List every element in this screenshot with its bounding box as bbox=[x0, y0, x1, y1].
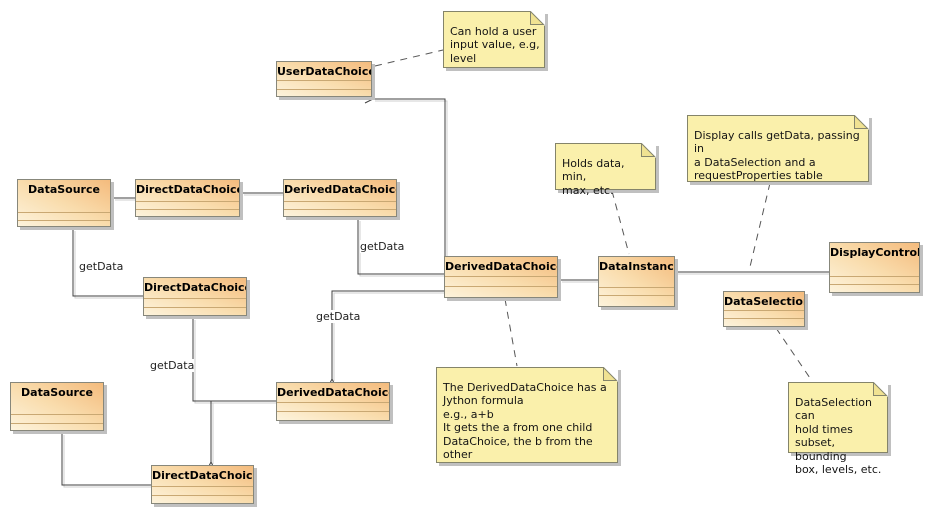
note-fold-icon bbox=[603, 367, 618, 382]
class-box-datasource-2: DataSource bbox=[10, 382, 104, 431]
edge-getdata-to-directdatachoice-mid bbox=[188, 309, 276, 402]
note-jython-formula: The DerivedDataChoice has a Jython formu… bbox=[436, 367, 618, 463]
compartment-divider bbox=[284, 201, 396, 202]
class-title: DataSelection bbox=[724, 295, 804, 308]
note-fold-icon bbox=[854, 115, 869, 130]
note-text: Can hold a user input value, e.g, level bbox=[450, 25, 540, 65]
compartment-divider bbox=[152, 495, 253, 496]
anchor-note-userdatachoice bbox=[374, 49, 444, 67]
class-title: DisplayControl bbox=[830, 246, 919, 259]
class-title: DataSource bbox=[28, 183, 100, 196]
note-text: Display calls getData, passing in a Data… bbox=[694, 129, 860, 183]
class-title: DerivedDataChoice bbox=[277, 386, 389, 399]
class-box-displaycontrol: DisplayControl bbox=[829, 242, 920, 293]
compartment-divider bbox=[830, 276, 919, 277]
edge-getdata-down-to-deriveddatachoice bbox=[327, 290, 444, 388]
class-box-directdatachoice-2: DirectDataChoice bbox=[143, 277, 247, 316]
edge-label-getdata-2: getData bbox=[316, 310, 361, 323]
anchor-note-displaycall bbox=[748, 182, 771, 272]
class-box-deriveddatachoice-2: DerivedDataChoice bbox=[444, 256, 558, 298]
compartment-divider bbox=[724, 318, 804, 319]
class-title: UserDataChoice bbox=[277, 65, 371, 78]
class-box-directdatachoice-1: DirectDataChoice bbox=[135, 179, 240, 217]
compartment-divider bbox=[11, 423, 103, 424]
class-title: DirectDataChoice bbox=[144, 281, 246, 294]
class-box-directdatachoice-3: DirectDataChoice bbox=[151, 465, 254, 504]
compartment-divider bbox=[277, 80, 371, 81]
compartment-divider bbox=[830, 284, 919, 285]
compartment-divider bbox=[599, 287, 674, 288]
note-user-input-value: Can hold a user input value, e.g, level bbox=[443, 11, 545, 68]
compartment-divider bbox=[445, 286, 557, 287]
compartment-divider bbox=[18, 212, 110, 213]
note-fold-icon bbox=[530, 11, 545, 26]
compartment-divider bbox=[599, 295, 674, 296]
class-box-deriveddatachoice-1: DerivedDataChoice bbox=[283, 179, 397, 217]
class-title: DerivedDataChoice bbox=[445, 260, 557, 273]
class-title: DataInstance bbox=[599, 260, 674, 273]
compartment-divider bbox=[724, 310, 804, 311]
note-dataselection-holds: DataSelection can hold times subset, bou… bbox=[788, 382, 888, 476]
class-title: DataSource bbox=[21, 386, 93, 399]
note-text: DataSelection can hold times subset, bou… bbox=[795, 396, 882, 477]
compartment-divider bbox=[445, 276, 557, 277]
class-box-deriveddatachoice-3: DerivedDataChoice bbox=[276, 382, 390, 421]
compartment-divider bbox=[144, 298, 246, 299]
compartment-divider bbox=[277, 411, 389, 412]
note-display-calls-getdata: Display calls getData, passing in a Data… bbox=[687, 115, 869, 182]
class-box-datasource-1: DataSource bbox=[17, 179, 111, 227]
compartment-divider bbox=[11, 414, 103, 415]
note-holds-data: Holds data, min, max, etc. bbox=[555, 143, 656, 197]
note-text: Holds data, min, max, etc. bbox=[562, 157, 625, 197]
anchor-note-dataselection bbox=[775, 327, 813, 382]
edge-to-datasource-bottom bbox=[57, 424, 151, 486]
compartment-divider bbox=[144, 307, 246, 308]
edge-label-getdata-3: getData bbox=[79, 260, 124, 273]
note-anchor-lines bbox=[374, 49, 813, 382]
compartment-divider bbox=[18, 220, 110, 221]
note-fold-icon bbox=[873, 382, 888, 397]
class-box-datainstance: DataInstance bbox=[598, 256, 675, 307]
compartment-divider bbox=[277, 402, 389, 403]
class-box-userdatachoice: UserDataChoice bbox=[276, 61, 372, 97]
anchor-note-jython bbox=[504, 298, 518, 367]
compartment-divider bbox=[152, 486, 253, 487]
note-text: The DerivedDataChoice has a Jython formu… bbox=[443, 381, 607, 462]
compartment-divider bbox=[277, 89, 371, 90]
class-box-dataselection: DataSelection bbox=[723, 291, 805, 327]
compartment-divider bbox=[284, 209, 396, 210]
class-title: DerivedDataChoice bbox=[284, 183, 396, 196]
class-title: DirectDataChoice bbox=[136, 183, 239, 196]
class-title: DirectDataChoice bbox=[152, 469, 253, 482]
anchor-note-datainstance bbox=[611, 190, 630, 255]
edge-label-getdata-4: getData bbox=[150, 359, 195, 372]
note-fold-icon bbox=[641, 143, 656, 158]
compartment-divider bbox=[136, 201, 239, 202]
edge-label-getdata-1: getData bbox=[360, 240, 405, 253]
compartment-divider bbox=[136, 209, 239, 210]
edge-to-userdatachoice bbox=[364, 94, 446, 256]
